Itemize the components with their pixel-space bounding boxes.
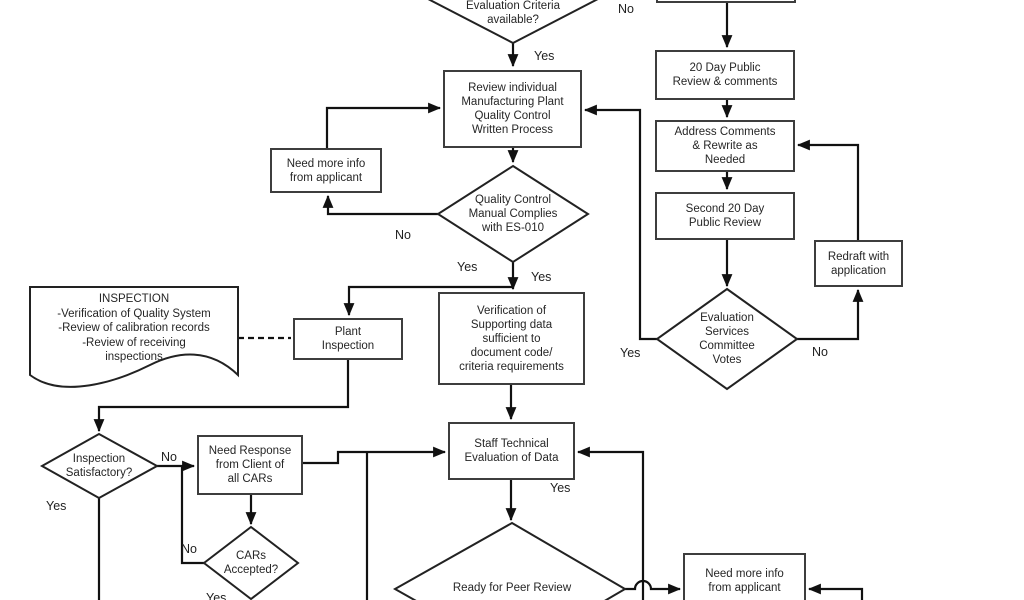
node-need-response-cars: Need Response from Client of all CARs xyxy=(197,435,303,495)
decision-evaluation-criteria-shape xyxy=(427,0,599,45)
node-inspection-document: INSPECTION -Verification of Quality Syst… xyxy=(57,293,211,363)
node-evaluation-criteria-available: Evaluation Criteria available? xyxy=(466,0,560,26)
node-evaluation-services-committee-votes: Evaluation Services Committee Votes xyxy=(699,312,755,366)
connector-inspection-to-decision xyxy=(93,360,350,433)
decision-qc-manual-shape xyxy=(436,164,590,264)
node-cars-accepted: CARs Accepted? xyxy=(223,550,279,576)
edge-label-no-committee: No xyxy=(812,345,828,359)
node-top-cut-box xyxy=(656,0,796,3)
connector-feedback-to-info xyxy=(807,583,864,600)
connector-committee-yes xyxy=(583,104,657,341)
node-second-20-day-review: Second 20 Day Public Review xyxy=(655,192,795,240)
connector-qc-yes-inspection xyxy=(343,285,513,317)
edge-label-yes-committee: Yes xyxy=(620,346,641,360)
edge-label-yes-inspection: Yes xyxy=(46,499,67,513)
connector-committee-no xyxy=(797,288,864,341)
connector-peer-to-info xyxy=(625,579,682,595)
node-ready-for-peer-review: Ready for Peer Review xyxy=(452,582,572,594)
node-review-individual-plant: Review individual Manufacturing Plant Qu… xyxy=(443,70,582,148)
document-shape-inspection xyxy=(29,286,239,388)
node-redraft-with-application: Redraft with application xyxy=(814,240,903,287)
node-inspection-satisfactory: Inspection Satisfactory? xyxy=(65,453,133,479)
node-verification-supporting-data: Verification of Supporting data sufficie… xyxy=(438,292,585,385)
node-address-comments: Address Comments & Rewrite as Needed xyxy=(655,120,795,172)
connector-response-to-staff xyxy=(303,446,447,465)
edge-label-yes-qc-inspection: Yes xyxy=(457,260,478,274)
edge-label-yes-qc-verification: Yes xyxy=(531,270,552,284)
connector-feedback-to-staff xyxy=(576,446,645,600)
decision-ready-peer-review-shape xyxy=(392,521,627,600)
connector-info-to-review xyxy=(325,102,442,148)
edge-label-no-inspection: No xyxy=(161,450,177,464)
edge-label-yes-criteria: Yes xyxy=(534,49,555,63)
node-need-more-info-bottom: Need more info from applicant xyxy=(683,553,806,600)
decision-inspection-satisfactory-shape xyxy=(39,432,160,500)
connector-cars-no xyxy=(180,466,204,565)
edge-label-yes-staff: Yes xyxy=(550,481,571,495)
decision-committee-votes-shape xyxy=(655,287,799,391)
node-staff-technical-evaluation: Staff Technical Evaluation of Data xyxy=(448,422,575,480)
node-plant-inspection: Plant Inspection xyxy=(293,318,403,360)
edge-label-yes-cars: Yes xyxy=(206,591,227,600)
edge-label-no-qc: No xyxy=(395,228,411,242)
edge-label-no-cars: No xyxy=(181,542,197,556)
node-need-more-info-top: Need more info from applicant xyxy=(270,148,382,193)
node-20-day-public-review: 20 Day Public Review & comments xyxy=(655,50,795,100)
connector-redraft-to-address xyxy=(796,139,860,240)
decision-cars-accepted-shape xyxy=(202,525,300,600)
edge-label-no-criteria: No xyxy=(618,2,634,16)
node-qc-manual-complies: Quality Control Manual Complies with ES-… xyxy=(468,194,558,234)
connector-qc-no xyxy=(322,194,438,216)
